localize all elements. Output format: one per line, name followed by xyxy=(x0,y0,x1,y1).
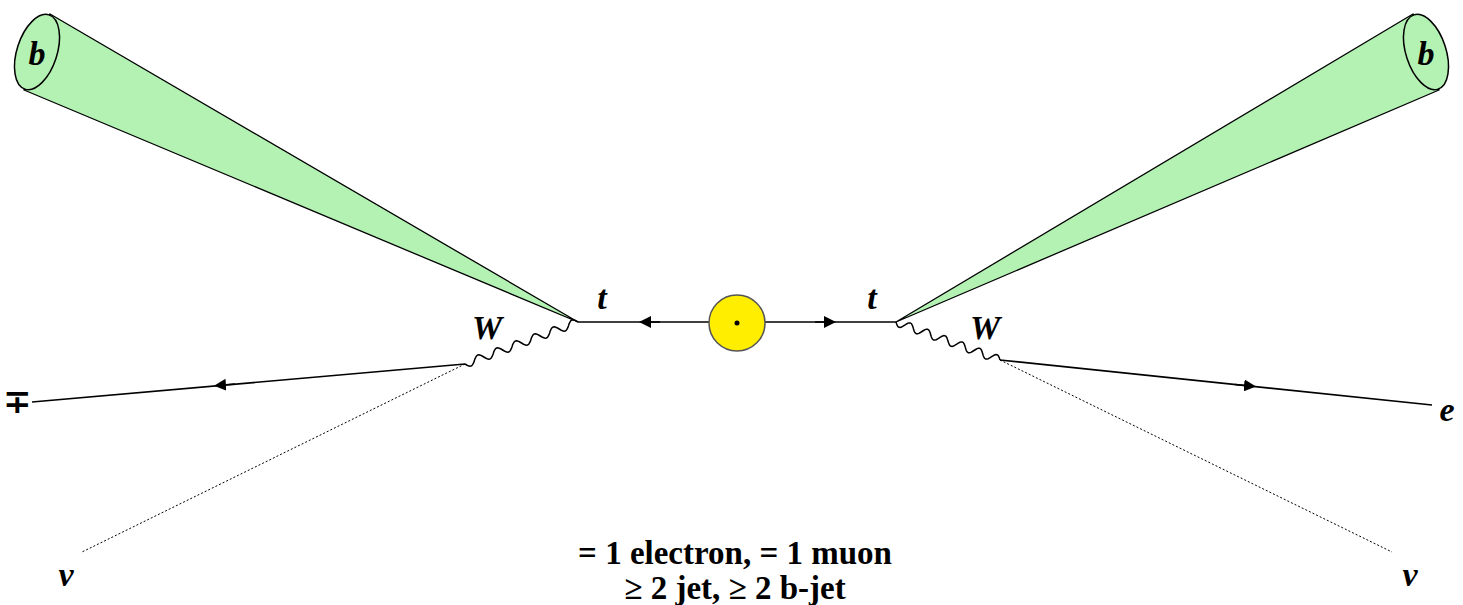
particle-label: ν xyxy=(1402,558,1417,592)
particle-label: t xyxy=(867,281,876,315)
particle-label: e xyxy=(1439,393,1454,427)
particle-label: ∓ xyxy=(3,385,32,419)
jet-label: b xyxy=(29,37,46,71)
particle-label: t xyxy=(597,281,606,315)
particle-label: W xyxy=(970,311,1000,345)
b-jet-cone: b xyxy=(0,0,590,330)
particle-label: ν xyxy=(58,558,73,592)
cone-shape xyxy=(0,0,590,330)
cone-shape xyxy=(880,0,1463,330)
particle-label: W xyxy=(472,311,502,345)
selection-note: ≥ 2 jet, ≥ 2 b-jet xyxy=(624,572,845,605)
jet-label: b xyxy=(1418,37,1435,71)
selection-note: = 1 electron, = 1 muon xyxy=(578,537,892,570)
b-jet-cone: b xyxy=(880,0,1463,330)
